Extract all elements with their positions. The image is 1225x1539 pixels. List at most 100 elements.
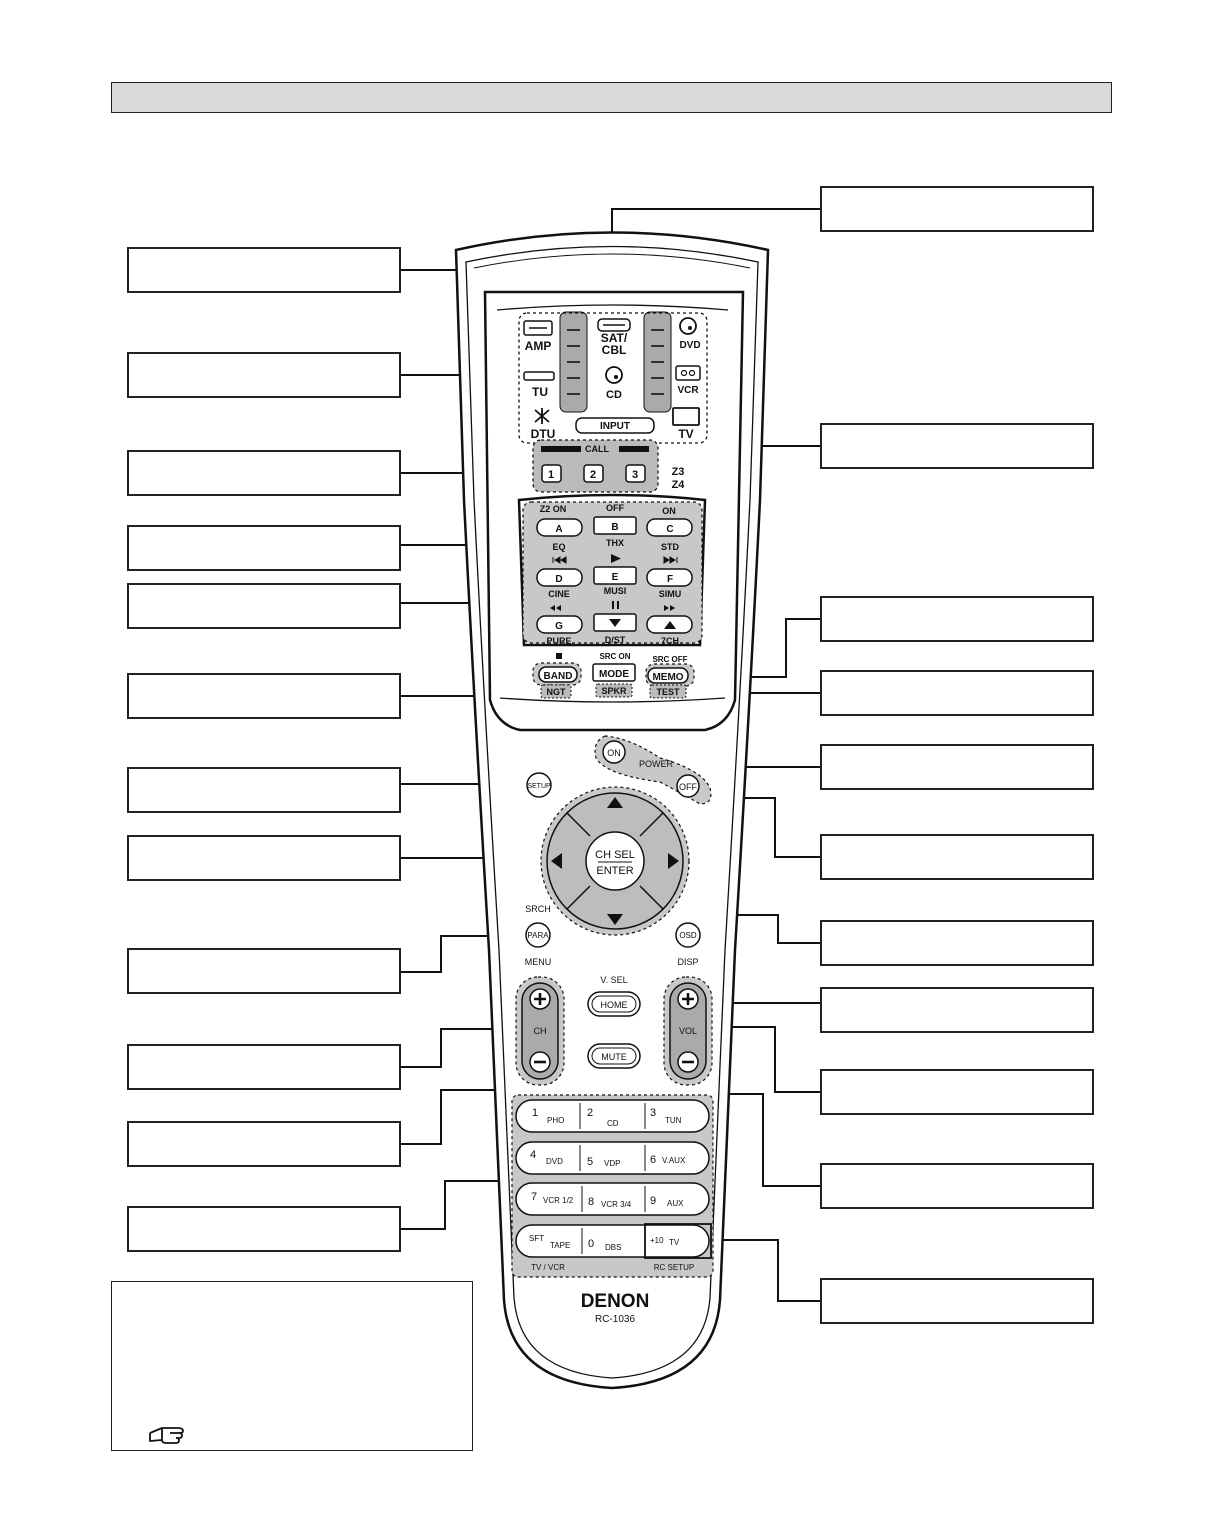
e-button[interactable]: E	[593, 566, 637, 585]
power-on-button[interactable]: ON	[602, 740, 626, 764]
cursor-up-icon[interactable]	[607, 797, 623, 808]
sat-cbl-button[interactable]: SAT/ CBL	[597, 318, 631, 357]
key-0-number: 0	[588, 1238, 594, 1250]
d-button[interactable]: D	[536, 568, 583, 587]
tu-label: TU	[532, 385, 548, 399]
volume-down-button[interactable]	[677, 1051, 699, 1073]
channel-down-button[interactable]	[529, 1051, 551, 1073]
volume-up-button[interactable]	[677, 988, 699, 1010]
amp-button[interactable]: AMP	[523, 320, 553, 353]
tu-button[interactable]: TU	[523, 371, 555, 399]
cursor-right-icon[interactable]	[668, 853, 679, 869]
cassette-icon	[675, 365, 701, 381]
key-9-number: 9	[650, 1195, 656, 1207]
band-button[interactable]: BAND	[538, 666, 578, 683]
home-button[interactable]: HOME	[587, 991, 641, 1017]
ch-label: CH	[534, 1026, 547, 1036]
para-button[interactable]: PARA	[525, 922, 551, 948]
cd-label: CD	[606, 389, 622, 401]
setup-button[interactable]: SETUP	[526, 772, 552, 798]
g-button[interactable]: G	[536, 615, 583, 634]
mode-button[interactable]: MODE	[592, 663, 636, 682]
up-button[interactable]	[646, 615, 693, 634]
callout-box-osd	[820, 987, 1094, 1033]
ngt-button[interactable]: NGT	[540, 684, 572, 699]
memo-button[interactable]: MEMO	[647, 667, 689, 684]
home-label: HOME	[601, 1000, 628, 1010]
callout-box-channel	[127, 1044, 401, 1090]
a-button[interactable]: A	[536, 518, 583, 537]
key-2[interactable]: 2CD	[587, 1107, 619, 1128]
key-3-number: 3	[650, 1107, 656, 1119]
cursor-left-icon[interactable]	[551, 853, 562, 869]
spkr-button[interactable]: SPKR	[595, 683, 633, 698]
vsel-label: V. SEL	[600, 975, 627, 985]
power-group: ON POWER OFF	[594, 735, 712, 805]
callout-box-test	[820, 670, 1094, 716]
musi-label: MUSI	[604, 586, 627, 596]
power-off-button[interactable]: OFF	[676, 774, 700, 798]
dtu-button[interactable]: DTU	[531, 408, 556, 441]
para-label: PARA	[527, 931, 549, 940]
channel-up-button[interactable]	[529, 988, 551, 1010]
f-button[interactable]: F	[646, 568, 693, 587]
z2on-label: Z2 ON	[540, 504, 567, 514]
cursor-down-icon[interactable]	[607, 914, 623, 925]
rc-setup-outline	[644, 1223, 712, 1259]
transport-icons-row2	[550, 601, 675, 611]
rewind-icon	[550, 605, 561, 611]
c-button[interactable]: C	[646, 518, 693, 537]
zone-call-group: CALL 1 2 3 Z3 Z4	[532, 439, 685, 493]
zone-1-label: 1	[548, 469, 554, 481]
zone-2-button[interactable]: 2	[583, 464, 604, 483]
callout-box-input	[820, 423, 1094, 469]
key-3-sub: TUN	[665, 1116, 682, 1125]
c-label: C	[666, 524, 673, 535]
d-label: D	[555, 574, 562, 585]
callout-box-source-buttons	[127, 352, 401, 398]
pointing-hand-icon	[149, 1427, 184, 1444]
input-label: INPUT	[600, 421, 630, 432]
key-8-number: 8	[588, 1196, 594, 1208]
callout-box-setup	[127, 767, 401, 813]
callout-box-band-ngt	[127, 673, 401, 719]
mute-button[interactable]: MUTE	[587, 1043, 641, 1069]
test-button[interactable]: TEST	[649, 684, 687, 699]
callout-box-spkr	[820, 744, 1094, 790]
e-label: E	[612, 572, 619, 583]
leader-line-numpad	[401, 1180, 512, 1230]
zone-3-button[interactable]: 3	[625, 464, 646, 483]
ngt-label: NGT	[547, 687, 567, 697]
pause-icon	[612, 601, 619, 609]
dvd-button[interactable]: DVD	[679, 317, 701, 351]
osd-button[interactable]: OSD	[675, 922, 701, 948]
input-button[interactable]: INPUT	[575, 417, 655, 434]
b-button[interactable]: B	[593, 516, 637, 535]
tv-button[interactable]: TV	[672, 407, 700, 441]
enter-button[interactable]: CH SEL ENTER	[585, 831, 645, 891]
vcr-label: VCR	[677, 385, 699, 396]
key-1-number: 1	[532, 1107, 538, 1119]
cd-button[interactable]: CD	[605, 366, 623, 401]
tv-label: TV	[678, 427, 693, 441]
down-button[interactable]	[593, 613, 637, 632]
callout-box-indicator	[127, 247, 401, 293]
zone-1-button[interactable]: 1	[541, 464, 562, 483]
leader-line-para	[401, 935, 520, 973]
key-tape-label: TAPE	[550, 1241, 570, 1250]
vcr-button[interactable]: VCR	[675, 365, 701, 396]
